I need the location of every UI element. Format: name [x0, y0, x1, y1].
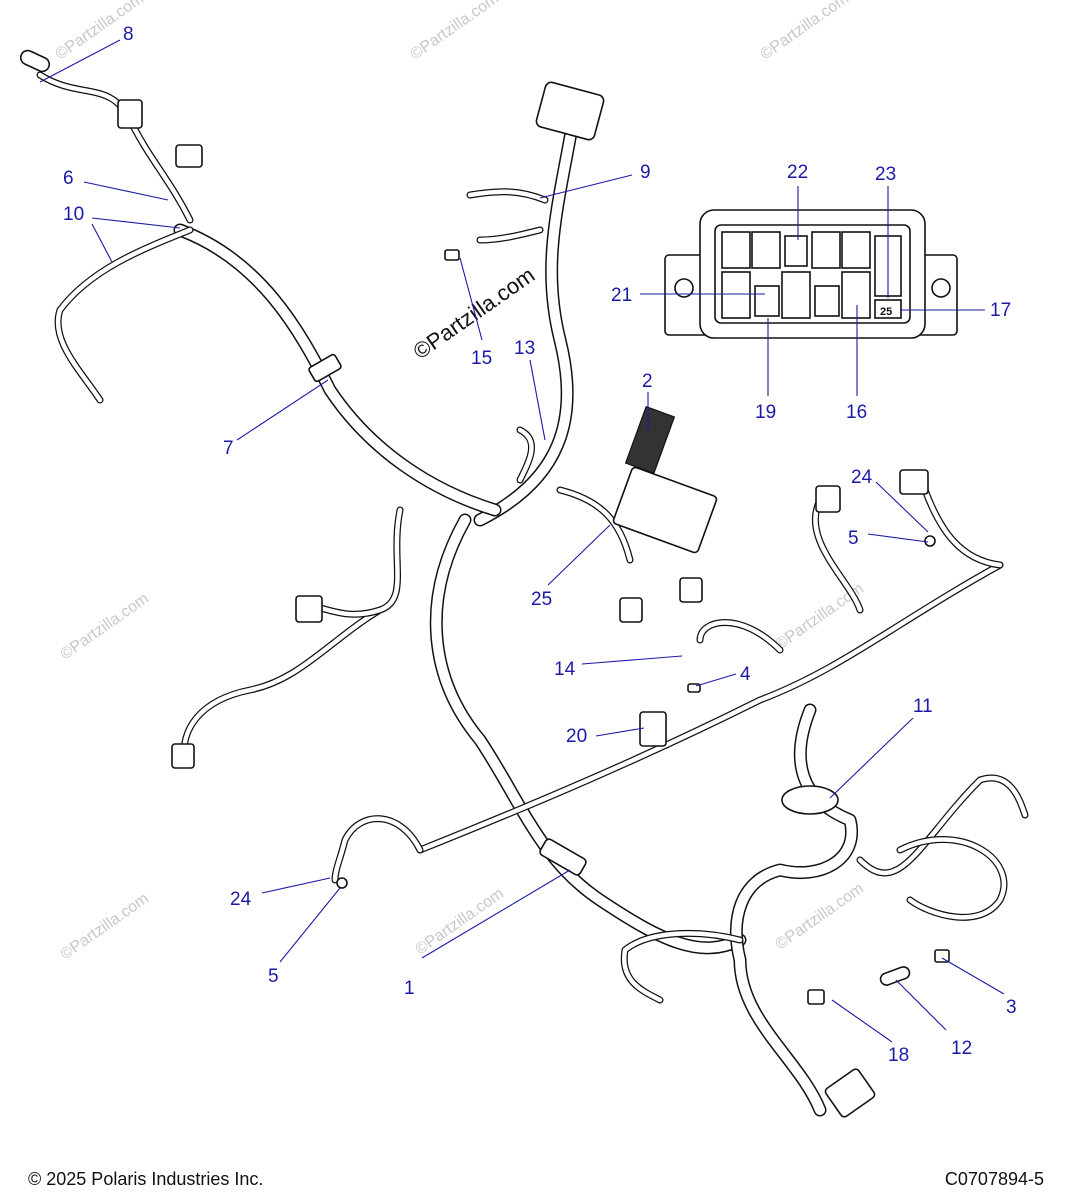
callout-13: 13 — [514, 338, 535, 359]
callout-7: 7 — [223, 438, 234, 459]
callout-16: 16 — [846, 402, 867, 423]
protective-cap — [879, 966, 911, 986]
mounting-hole — [931, 278, 951, 298]
callout-11: 11 — [913, 696, 933, 717]
fuse-relay-box — [612, 466, 718, 554]
callout-5: 5 — [268, 966, 279, 987]
cable-tie — [934, 949, 950, 963]
fuse — [444, 249, 460, 261]
callout-21: 21 — [611, 285, 632, 306]
callout-14: 14 — [554, 659, 576, 680]
nut — [336, 877, 348, 889]
callout-20: 20 — [566, 726, 587, 747]
main-harness-trunk — [173, 103, 858, 1117]
connector — [295, 595, 323, 623]
connector — [899, 469, 929, 495]
ecu-connector — [535, 81, 605, 141]
callout-15: 15 — [471, 348, 492, 369]
callout-23: 23 — [875, 164, 896, 185]
watermark: ©Partzilla.com — [773, 880, 867, 953]
relay-slot — [811, 231, 841, 269]
connector — [619, 597, 643, 623]
relay-slot — [721, 231, 751, 269]
convoluted-tube-section — [308, 353, 342, 383]
callout-6: 6 — [63, 168, 74, 189]
callout-3: 3 — [1006, 997, 1017, 1018]
callout-labels: 1 2 3 4 5 5 6 7 8 9 10 11 12 13 14 15 16… — [63, 24, 1017, 1066]
nut — [924, 535, 936, 547]
callout-18: 18 — [888, 1045, 909, 1066]
watermark: ©Partzilla.com — [413, 885, 507, 958]
fuse-slot-group — [784, 235, 808, 267]
clamps-and-ties — [308, 353, 950, 963]
copyright-notice: © 2025 Polaris Industries Inc. — [28, 1169, 264, 1189]
connector — [117, 99, 143, 129]
fuse-slot-group — [754, 285, 780, 317]
callout-17: 17 — [990, 300, 1011, 321]
convoluted-tube-section — [539, 838, 587, 876]
connector — [679, 577, 703, 603]
mounting-hole — [674, 278, 694, 298]
relay-slot — [781, 271, 811, 319]
connector — [639, 711, 667, 747]
watermark: ©Partzilla.com — [58, 590, 152, 663]
fuse-box-detail: 25 — [664, 209, 958, 339]
relay-slot — [751, 231, 781, 269]
harness-drawing: 25 — [19, 49, 1029, 1118]
watermark: ©Partzilla.com — [408, 0, 502, 63]
watermark: ©Partzilla.com — [758, 0, 852, 63]
connector — [175, 144, 203, 168]
fuse-box-slots: 25 — [721, 231, 902, 319]
callout-8: 8 — [123, 24, 134, 45]
connector — [824, 1068, 876, 1118]
callout-19: 19 — [755, 402, 776, 423]
callout-1: 1 — [404, 978, 415, 999]
callout-24: 24 — [230, 889, 252, 910]
connector-cap — [19, 49, 51, 73]
callout-10: 10 — [63, 204, 84, 225]
terminal — [807, 989, 825, 1005]
callout-24: 24 — [851, 467, 873, 488]
callout-9: 9 — [640, 162, 651, 183]
watermark: ©Partzilla.com — [58, 890, 152, 963]
leader-lines — [39, 39, 1005, 1043]
grommet-clamp — [781, 785, 839, 815]
relay-slot — [841, 231, 871, 269]
callout-12: 12 — [951, 1038, 972, 1059]
relay-slot — [721, 271, 751, 319]
relay-slot — [841, 271, 871, 319]
fuse-slot-25 — [874, 299, 902, 319]
connector — [815, 485, 841, 513]
callout-22: 22 — [787, 162, 808, 183]
fuse-slot-label: 25 — [880, 306, 892, 318]
callout-2: 2 — [642, 371, 653, 392]
callout-5: 5 — [848, 528, 859, 549]
relay-label-sheet — [624, 405, 676, 475]
callout-4: 4 — [740, 664, 751, 685]
fuse-slot-group — [814, 285, 840, 317]
watermark-layer: ©Partzilla.com ©Partzilla.com ©Partzilla… — [53, 0, 867, 963]
callout-25: 25 — [531, 589, 552, 610]
connectors — [19, 49, 936, 1118]
connector — [171, 743, 195, 769]
diagram-code: C0707894-5 — [944, 1169, 1044, 1189]
